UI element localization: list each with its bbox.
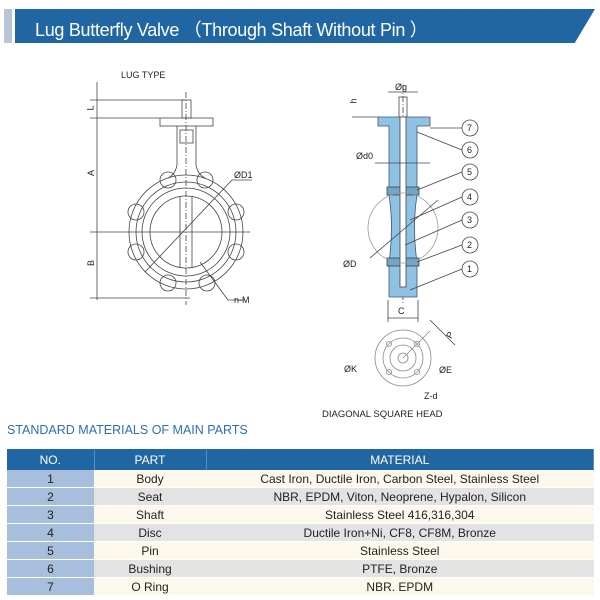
dim-h-label: h: [348, 98, 359, 104]
header-accent-bar: [4, 9, 12, 43]
dim-zd-label: Z-d: [424, 391, 438, 401]
cell-no: 2: [7, 487, 94, 506]
dim-k-label: ØK: [344, 364, 358, 374]
dim-d1-label: ØD1: [234, 170, 253, 180]
cell-no: 4: [7, 523, 94, 542]
technical-drawings: [90, 82, 479, 387]
dim-e-label: ØE: [439, 365, 453, 375]
cell-no: 1: [7, 470, 94, 488]
cell-part: Pin: [94, 541, 206, 560]
dim-a-label: A: [86, 169, 97, 177]
cell-no: 5: [7, 541, 94, 560]
column-header-part: PART: [94, 449, 207, 470]
cell-material: Cast Iron, Ductile Iron, Carbon Steel, S…: [206, 470, 594, 488]
dim-d-label: ØD: [343, 259, 357, 269]
diagonal-square-head: [374, 329, 432, 387]
page-title: Lug Butterfly Valve （Through Shaft Witho…: [35, 20, 428, 40]
lug-type-title: LUG TYPE: [121, 70, 166, 80]
cell-material: Stainless Steel 416,316,304: [206, 505, 594, 524]
header-banner: Lug Butterfly Valve （Through Shaft Witho…: [15, 9, 595, 43]
cell-material: Ductile Iron+Ni, CF8, CF8M, Bronze: [206, 523, 594, 542]
cell-material: NBR. EPDM: [206, 577, 594, 596]
cell-part: Seat: [94, 487, 206, 506]
callout-6: 6: [467, 145, 473, 155]
callout-4: 4: [467, 192, 473, 202]
section-drawing: [352, 85, 479, 387]
callout-leaders: [404, 127, 463, 291]
column-header-no: NO.: [7, 449, 95, 470]
dim-l-label: L: [85, 105, 96, 111]
cell-part: Shaft: [94, 505, 206, 524]
lug-type-drawing: [90, 82, 252, 305]
cell-no: 6: [7, 559, 94, 578]
cell-part: Bushing: [94, 559, 206, 578]
callout-1: 1: [467, 264, 473, 274]
cell-part: Disc: [94, 523, 206, 542]
materials-section-title: STANDARD MATERIALS OF MAIN PARTS: [7, 423, 248, 437]
callout-2: 2: [467, 240, 473, 250]
cell-material: PTFE, Bronze: [206, 559, 594, 578]
cell-part: O Ring: [94, 577, 206, 596]
dim-nm-label: n-M: [234, 295, 250, 305]
column-header-material: MATERIAL: [206, 449, 594, 470]
callout-5: 5: [467, 167, 473, 177]
cell-material: NBR, EPDM, Viton, Neoprene, Hypalon, Sil…: [206, 487, 594, 506]
callout-7: 7: [467, 123, 473, 133]
callout-circles: [461, 119, 479, 278]
cell-part: Body: [94, 470, 206, 488]
dim-d0-label: Ød0: [356, 151, 374, 161]
cell-no: 7: [7, 577, 94, 596]
dim-c-label: C: [398, 306, 405, 316]
dim-g-label: Øg: [395, 82, 408, 92]
cell-material: Stainless Steel: [206, 541, 594, 560]
callout-3: 3: [467, 215, 473, 225]
table-header-row: NO. PART MATERIAL: [7, 449, 594, 470]
cell-no: 3: [7, 505, 94, 524]
dim-b-label: B: [86, 259, 97, 267]
diagonal-square-head-caption: DIAGONAL SQUARE HEAD: [322, 409, 443, 420]
